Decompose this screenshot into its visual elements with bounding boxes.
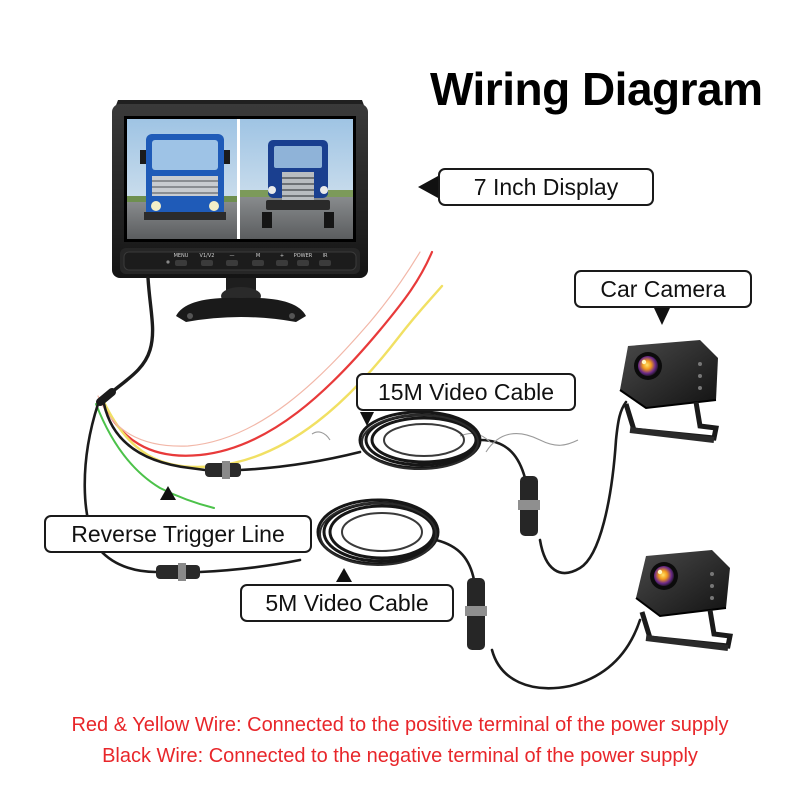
monitor-button-key-3 bbox=[252, 260, 264, 266]
monitor-button-6: IR bbox=[322, 253, 328, 259]
wiring-notes: Red & Yellow Wire: Connected to the posi… bbox=[0, 710, 800, 772]
monitor-button-5: POWER bbox=[293, 253, 313, 259]
display-pointer bbox=[418, 176, 438, 198]
monitor-button-0: MENU bbox=[173, 253, 189, 259]
cable5-pointer bbox=[336, 568, 352, 582]
monitor-button-3: M bbox=[255, 253, 261, 259]
pointer-triangles bbox=[160, 176, 670, 582]
power-wires bbox=[95, 250, 444, 509]
camera-pointer bbox=[654, 308, 670, 325]
monitor-button-key-2 bbox=[226, 260, 238, 266]
reverse-trigger-label: Reverse Trigger Line bbox=[44, 515, 312, 553]
monitor-button-4: + bbox=[279, 253, 285, 259]
cable-coil-5m bbox=[316, 498, 440, 566]
camera-label: Car Camera bbox=[574, 270, 752, 308]
truck-image-left bbox=[127, 119, 237, 239]
cable-coil-15m bbox=[358, 410, 482, 470]
page-title: Wiring Diagram bbox=[430, 63, 763, 115]
monitor-stand bbox=[176, 278, 306, 322]
monitor-button-key-0 bbox=[175, 260, 187, 266]
monitor-button-2: — bbox=[229, 253, 235, 259]
monitor-button-key-4 bbox=[276, 260, 288, 266]
display-label: 7 Inch Display bbox=[438, 168, 654, 206]
note-red-yellow: Red & Yellow Wire: Connected to the posi… bbox=[71, 714, 729, 736]
reverse-pointer bbox=[160, 486, 176, 500]
truck-image-right bbox=[240, 119, 353, 239]
cable15-pointer bbox=[360, 412, 374, 426]
camera-bottom bbox=[635, 550, 733, 651]
connectors bbox=[156, 461, 540, 650]
monitor-button-key-1 bbox=[201, 260, 213, 266]
cable-5m-label: 5M Video Cable bbox=[240, 584, 454, 622]
monitor-button-1: V1/V2 bbox=[199, 253, 215, 259]
monitor-button-key-6 bbox=[319, 260, 331, 266]
note-black: Black Wire: Connected to the negative te… bbox=[102, 745, 698, 767]
video-cables bbox=[83, 276, 642, 690]
camera-top bbox=[619, 340, 719, 443]
stray-leads bbox=[311, 431, 579, 453]
monitor bbox=[112, 100, 368, 278]
monitor-button-key-5 bbox=[297, 260, 309, 266]
cable-15m-label: 15M Video Cable bbox=[356, 373, 576, 411]
